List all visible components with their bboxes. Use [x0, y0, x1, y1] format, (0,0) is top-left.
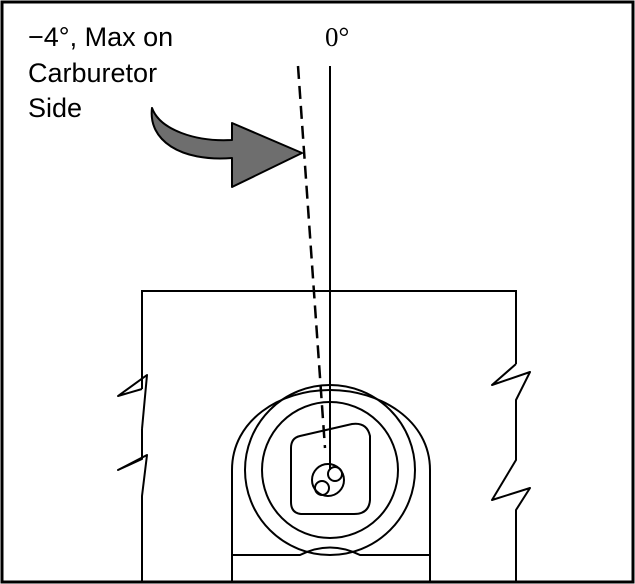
callout-line-2: Carburetor [28, 58, 157, 88]
base-bottom-edge [232, 546, 430, 556]
callout-line-1: −4°, Max on [28, 22, 173, 52]
right-break-upper [491, 363, 531, 430]
shaft-housing-arch [231, 388, 431, 582]
shaft-screw-lower [314, 480, 330, 496]
throttle-shaft-circle [311, 463, 345, 497]
callout-line-3: Side [28, 93, 82, 123]
left-break-upper [117, 374, 148, 430]
minus-four-degree-line [296, 65, 327, 449]
curved-arrow-icon [150, 107, 303, 188]
housing-outer-ring [244, 384, 416, 556]
housing-inner-ring [261, 401, 399, 539]
carburetor-body-outline [141, 290, 517, 389]
zero-degree-label: 0° [325, 22, 349, 52]
left-break-lower [117, 429, 148, 582]
right-break-lower [491, 430, 531, 582]
shaft-screw-upper [327, 466, 343, 482]
throttle-shaft-block [290, 422, 371, 515]
